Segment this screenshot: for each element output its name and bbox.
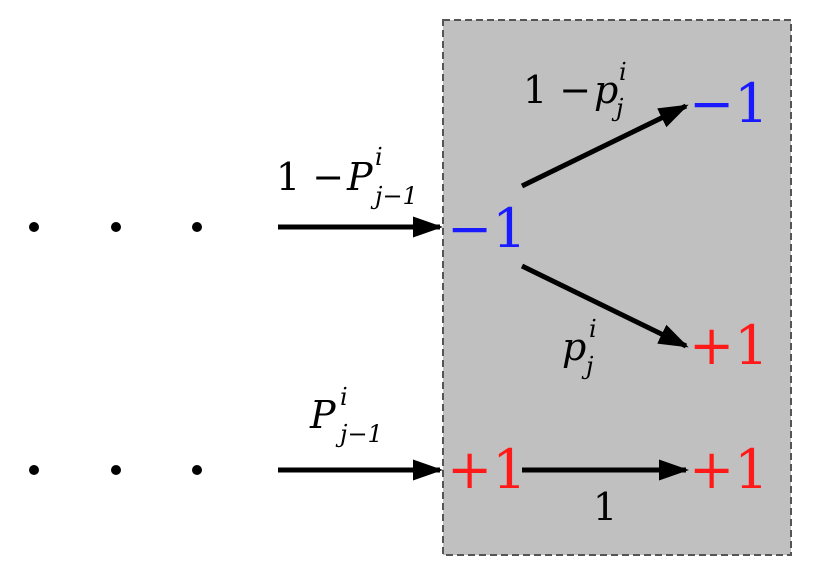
label-bottom-incoming-sub: j−1: [335, 420, 383, 448]
ellipsis-icon-top: [29, 222, 202, 232]
label-bottom-branch: 1: [593, 485, 617, 529]
label-up-branch-sup: i: [619, 58, 627, 86]
label-top-incoming: 1 − P i j−1: [276, 143, 418, 210]
state-bottom-entry: +1: [447, 438, 527, 501]
label-bottom-incoming-sup: i: [340, 383, 348, 411]
shaded-box: [442, 19, 792, 556]
label-down-branch-sup: i: [589, 315, 597, 343]
label-up-branch-prefix: 1 −: [523, 68, 591, 112]
label-top-incoming-sub: j−1: [370, 182, 418, 210]
label-bottom-incoming: P i j−1: [309, 383, 383, 448]
label-up-branch: 1 − p i j: [523, 58, 627, 122]
label-top-incoming-sup: i: [375, 143, 383, 171]
arrow-up-branch: [520, 103, 689, 189]
label-down-branch-var: p: [562, 325, 586, 369]
arrow-down-branch: [520, 263, 689, 349]
label-up-branch-var: p: [594, 68, 618, 112]
label-bottom-incoming-var: P: [309, 393, 337, 437]
label-top-incoming-prefix: 1 −: [276, 155, 344, 199]
state-top-down-target: +1: [689, 314, 769, 377]
label-top-incoming-var: P: [346, 155, 374, 199]
state-top-up-target: −1: [689, 72, 769, 135]
state-bottom-target: +1: [689, 438, 769, 501]
ellipsis-icon-bottom: [29, 465, 202, 475]
state-top-entry: −1: [447, 197, 527, 260]
